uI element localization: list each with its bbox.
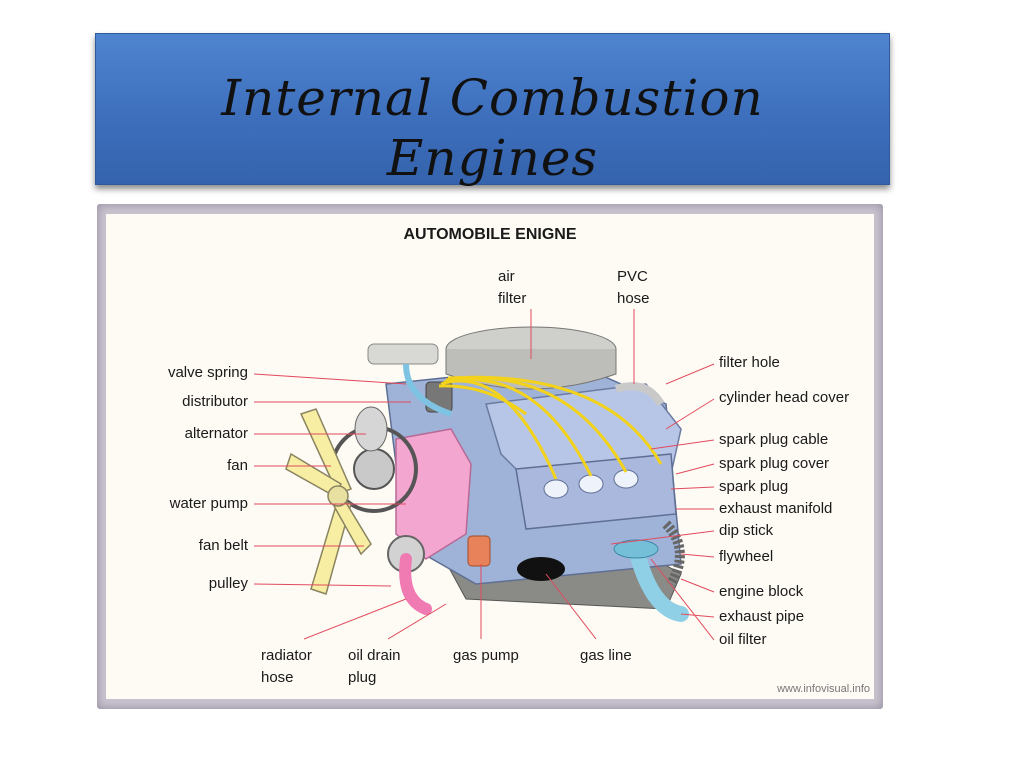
label-pulley: pulley <box>208 575 248 592</box>
engine-illustration <box>253 309 715 641</box>
manifold-port-2 <box>578 474 604 494</box>
label-radiator-hose: radiator hose <box>261 648 312 686</box>
diagram-title: AUTOMOBILE ENIGNE <box>403 226 577 243</box>
coolant-hose-shape <box>403 363 452 417</box>
gas-pump-shape <box>467 535 491 567</box>
label-air-filter-line2: filter <box>498 290 527 307</box>
diagram-frame: AUTOMOBILE ENIGNE <box>97 204 883 709</box>
label-spark-plug: spark plug <box>719 478 789 495</box>
label-oil-filter: oil filter <box>719 631 767 648</box>
spark-plug-cables <box>438 375 663 480</box>
label-air-filter: air filter <box>498 269 526 307</box>
label-oil-drain-plug-line2: plug <box>348 669 377 686</box>
oil-filter-shape <box>613 539 659 559</box>
diagram-credit: www.infovisual.info <box>777 683 870 695</box>
manifold-port-1 <box>543 479 569 499</box>
label-valve-spring: valve spring <box>167 364 248 381</box>
leader-lines <box>253 309 715 641</box>
pvc-hose-shape <box>614 382 665 407</box>
engine-diagram: AUTOMOBILE ENIGNE <box>106 214 874 699</box>
fan-shape <box>285 408 372 595</box>
label-gas-pump: gas pump <box>453 647 519 664</box>
label-spark-plug-cable: spark plug cable <box>719 431 829 448</box>
slide-title-line-2: Engines <box>386 129 599 187</box>
label-alternator: alternator <box>184 425 248 442</box>
manifold-port-3 <box>613 469 639 489</box>
gas-line-inlet-shape <box>517 557 565 581</box>
label-distributor: distributor <box>182 393 248 410</box>
label-oil-drain-plug: oil drain plug <box>348 648 401 686</box>
label-radiator-hose-line2: hose <box>261 669 294 686</box>
label-engine-block: engine block <box>719 583 804 600</box>
label-flywheel: flywheel <box>719 548 774 565</box>
pulley-hub <box>353 448 395 490</box>
label-exhaust-pipe: exhaust pipe <box>719 608 805 625</box>
label-pvc-hose: PVC hose <box>617 269 650 307</box>
label-exhaust-manifold: exhaust manifold <box>719 500 833 517</box>
slide-title-box: Internal Combustion Engines <box>95 33 890 187</box>
label-fan: fan <box>227 457 248 474</box>
label-radiator-hose-line1: radiator <box>261 647 312 664</box>
label-filter-hole: filter hole <box>719 354 780 371</box>
label-water-pump: water pump <box>169 495 248 512</box>
label-dip-stick: dip stick <box>719 522 774 539</box>
label-air-filter-line1: air <box>498 268 515 285</box>
label-spark-plug-cover: spark plug cover <box>719 455 830 472</box>
flywheel-shape <box>662 520 685 587</box>
label-fan-belt: fan belt <box>198 537 248 554</box>
slide-title-line-1: Internal Combustion <box>221 69 764 127</box>
radiator-hose-shape <box>399 553 432 615</box>
label-pvc-hose-line1: PVC <box>617 268 648 285</box>
label-gas-line: gas line <box>580 647 632 664</box>
exhaust-pipe-shape <box>628 541 689 622</box>
label-pvc-hose-line2: hose <box>617 290 650 307</box>
alternator-shape <box>354 406 388 452</box>
label-cylinder-head-cover: cylinder head cover <box>719 389 850 406</box>
valve-spring-shape <box>367 343 439 365</box>
label-oil-drain-plug-line1: oil drain <box>348 647 401 664</box>
